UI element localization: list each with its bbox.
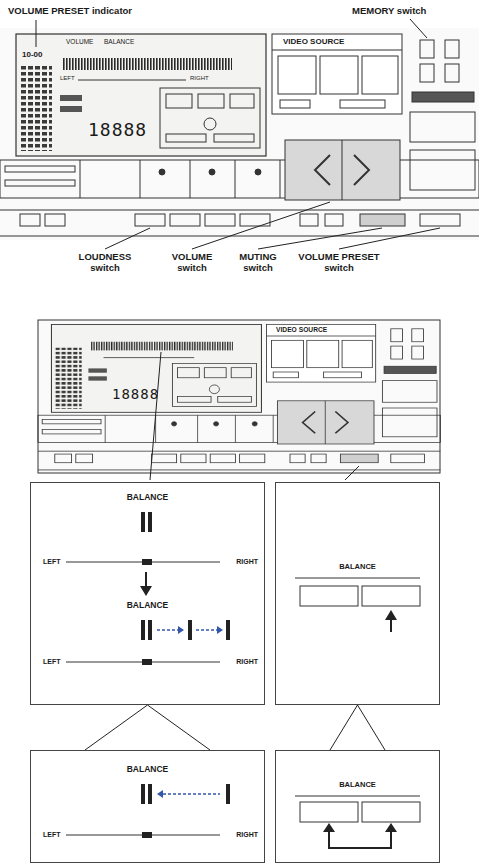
control-heading: BALANCE: [339, 781, 376, 790]
leader-line: [410, 19, 427, 38]
display-readout: 18888: [88, 120, 147, 141]
balance-inset-drawing: [141, 620, 145, 640]
balance-inset-drawing: [157, 629, 178, 631]
balance-inset-drawing: [148, 784, 152, 804]
balance-inset-drawing: [295, 796, 420, 797]
balance-inset-box: BALANCE: [275, 750, 440, 863]
balance-inset-drawing: [385, 610, 397, 620]
panel-marking: VOLUME: [66, 38, 93, 45]
balance-inset-drawing: [141, 512, 145, 532]
control-heading: BALANCE: [127, 765, 169, 775]
scale-end-label: LEFT: [43, 658, 61, 666]
callout-label: LOUDNESS switch: [75, 252, 135, 274]
balance-inset-box: BALANCE LEFT RIGHT BALANCE LEFT RIGHT: [30, 482, 265, 705]
display-readout: 18888: [112, 386, 159, 402]
balance-inset-drawing: [66, 512, 420, 848]
scale-end-label: LEFT: [43, 558, 61, 566]
balance-inset-drawing: [196, 629, 217, 631]
callout-pointer: [85, 705, 210, 750]
leader-line: [150, 352, 161, 480]
scale-end-label: RIGHT: [236, 558, 258, 566]
control-heading: BALANCE: [339, 563, 376, 572]
leader-line: [345, 466, 359, 480]
balance-inset-drawing: [142, 559, 152, 565]
receiver-closeup: [0, 28, 479, 240]
balance-inset-box: BALANCE: [275, 482, 440, 705]
callout-label: VOLUME PRESET indicator: [8, 6, 132, 17]
callout-pointer: [330, 705, 385, 750]
panel-marking: LEFT: [60, 75, 75, 82]
leader-line: [258, 228, 382, 249]
balance-inset-drawing: [300, 802, 358, 822]
balance-inset-drawing: [385, 823, 397, 832]
callout-label: VOLUME switch: [162, 252, 222, 274]
receiver-outline: [38, 320, 440, 473]
balance-inset-drawing: [148, 620, 152, 640]
balance-inset-drawing: [226, 784, 230, 804]
panel-marking: BALANCE: [104, 38, 134, 45]
receiver-overview: [38, 320, 440, 473]
balance-inset-drawing: [141, 784, 145, 804]
callout-label: VOLUME PRESET switch: [298, 252, 380, 274]
balance-inset-drawing: [163, 793, 220, 795]
balance-inset-drawing: [145, 572, 147, 588]
callout-label: MEMORY switch: [352, 6, 426, 17]
balance-inset-drawing: [226, 620, 230, 640]
leader-line: [339, 228, 440, 249]
balance-inset-drawing: [140, 586, 152, 596]
leader-line: [36, 20, 37, 47]
scale-end-label: RIGHT: [236, 831, 258, 839]
balance-inset-drawing: [323, 823, 335, 832]
balance-inset-drawing: [142, 832, 152, 838]
panel-marking: VIDEO SOURCE: [283, 37, 344, 46]
leader-line: [36, 19, 440, 480]
control-heading: BALANCE: [127, 601, 169, 611]
callout-label: MUTING switch: [228, 252, 288, 274]
leader-line: [192, 202, 330, 249]
scale-end-label: LEFT: [43, 831, 61, 839]
scale-end-label: RIGHT: [236, 658, 258, 666]
balance-inset-drawing: [329, 830, 391, 848]
balance-inset-drawing: [295, 578, 420, 579]
panel-marking: VIDEO SOURCE: [276, 326, 327, 334]
balance-inset-drawing: [188, 620, 192, 640]
balance-inset-drawing: [217, 626, 223, 634]
balance-inset-drawing: [390, 618, 392, 632]
panel-marking: RIGHT: [190, 75, 209, 82]
leader-line: [105, 228, 150, 249]
balance-inset-drawing: [142, 659, 152, 665]
control-heading: BALANCE: [127, 493, 169, 503]
balance-inset-drawing: [362, 802, 420, 822]
balance-inset-drawing: [148, 512, 152, 532]
balance-inset-drawing: [362, 586, 420, 606]
balance-inset-drawing: [157, 790, 163, 798]
balance-inset-drawing: [178, 626, 184, 634]
display-readout: 10-00: [22, 50, 42, 59]
balance-inset-box: BALANCE LEFT RIGHT: [30, 750, 265, 863]
balance-inset-drawing: [300, 586, 358, 606]
